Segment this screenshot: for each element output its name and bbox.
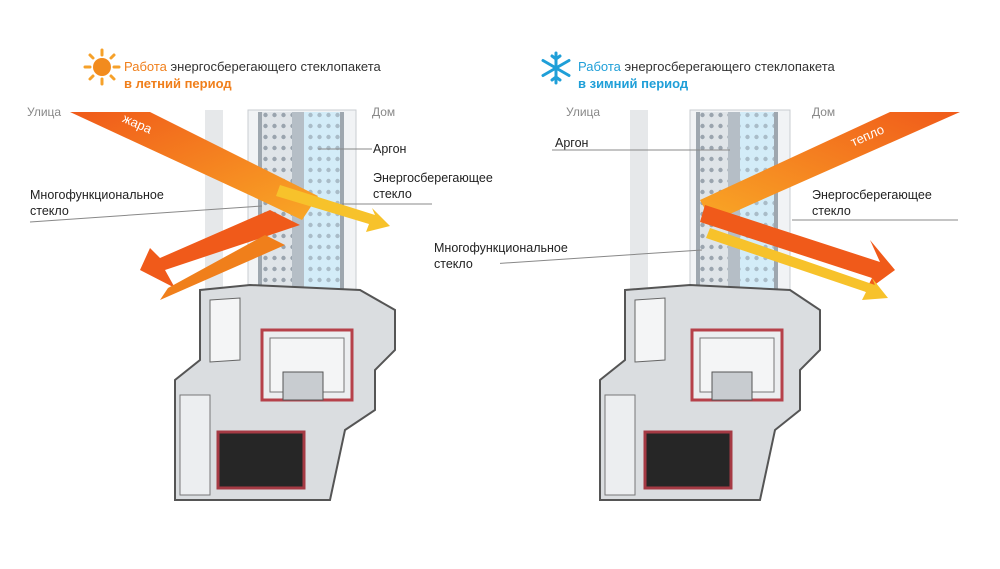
heat-reflected-arrow-2: [706, 228, 888, 300]
summer-title-rest: энергосберегающего стеклопакета: [166, 59, 381, 74]
winter-title-rest: энергосберегающего стеклопакета: [620, 59, 835, 74]
summer-multi-glass-line1: Многофункциональное: [30, 188, 164, 202]
summer-home-label: Дом: [372, 105, 396, 119]
summer-title: Работа энергосберегающего стеклопакета в…: [124, 58, 381, 92]
winter-street-label: Улица: [566, 105, 601, 119]
winter-title-accent: Работа: [578, 59, 621, 74]
sun-icon: [83, 48, 121, 86]
summer-energy-glass-label: Энергосберегающее стекло: [373, 170, 493, 202]
winter-window-diagram: [500, 109, 960, 501]
snowflake-icon: [541, 51, 571, 85]
heat-reflected-arrow-1: [140, 210, 300, 288]
summer-street-label: Улица: [27, 105, 62, 119]
summer-multi-glass-label: Многофункциональное стекло: [30, 187, 164, 219]
light-transmitted-arrow: [276, 185, 390, 232]
summer-argon-label: Аргон: [373, 142, 407, 156]
winter-energy-glass-line1: Энергосберегающее: [812, 188, 932, 202]
winter-panel: Работа энергосберегающего стеклопакета в…: [434, 0, 1000, 569]
winter-home-label: Дом: [812, 105, 836, 119]
summer-panel: Работа энергосберегающего стеклопакета в…: [27, 48, 493, 501]
winter-title: Работа энергосберегающего стеклопакета в…: [578, 58, 835, 92]
winter-multi-glass-label: Многофункциональное стекло: [434, 240, 568, 272]
winter-multi-glass-line1: Многофункциональное: [434, 241, 568, 255]
heat-reflected-arrow-2: [160, 235, 285, 300]
summer-energy-glass-line2: стекло: [373, 187, 412, 201]
summer-title-season: в летний период: [124, 76, 232, 91]
summer-multi-glass-line2: стекло: [30, 204, 69, 218]
summer-window-diagram: [29, 109, 432, 501]
summer-title-accent: Работа: [124, 59, 167, 74]
winter-energy-glass-label: Энергосберегающее стекло: [812, 187, 932, 219]
winter-title-season: в зимний период: [578, 76, 689, 91]
summer-energy-glass-line1: Энергосберегающее: [373, 171, 493, 185]
winter-argon-label: Аргон: [555, 136, 589, 150]
heat-reflected-arrow-1: [700, 205, 895, 292]
heat-incoming-arrow: [700, 112, 960, 222]
winter-multi-glass-line2: стекло: [434, 257, 473, 271]
heat-incoming-arrow: [70, 112, 318, 220]
winter-energy-glass-line2: стекло: [812, 204, 851, 218]
